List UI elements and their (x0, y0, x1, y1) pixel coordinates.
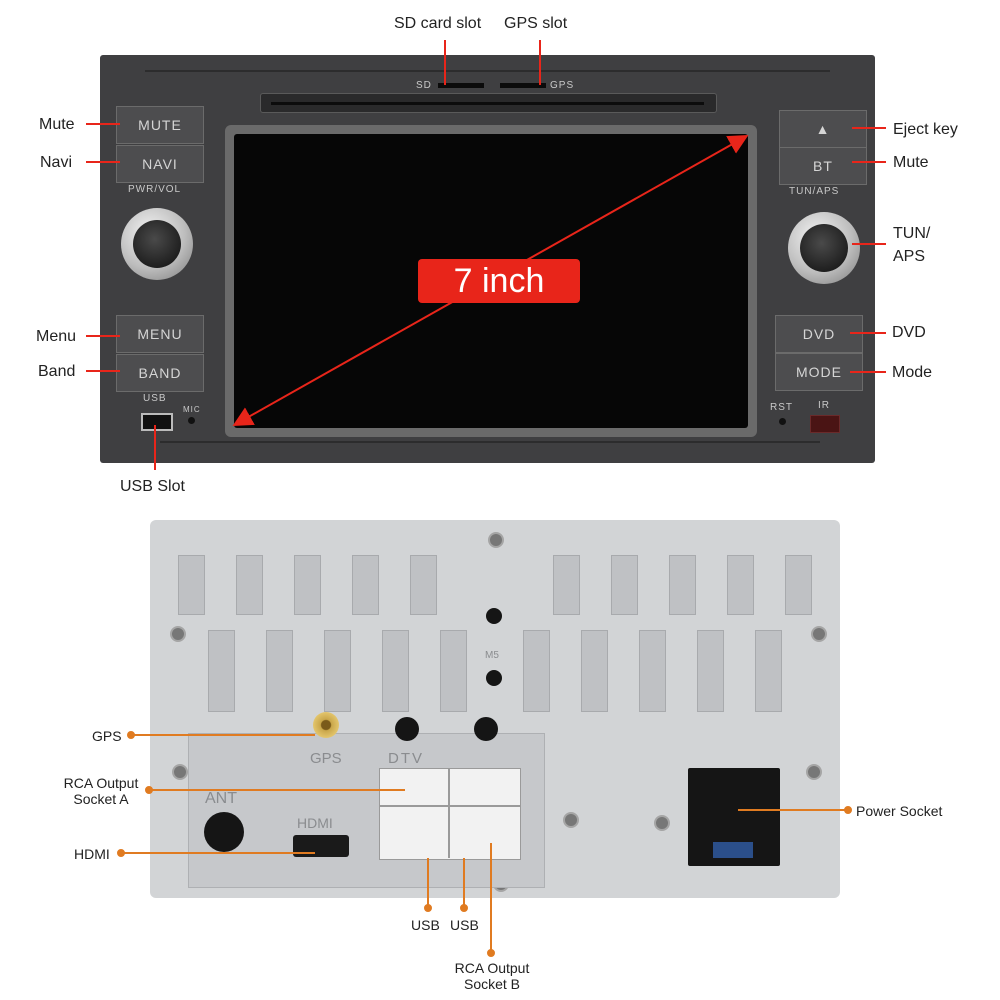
mic-hole (188, 417, 195, 424)
screw (654, 815, 670, 831)
screw (170, 626, 186, 642)
dvd-label: DVD (892, 324, 926, 341)
heatsink-fin (639, 630, 666, 712)
heatsink-fin (382, 630, 409, 712)
pwr-vol-label: PWR/VOL (128, 184, 182, 195)
tuner-aps-knob[interactable] (788, 212, 860, 284)
heatsink-fin (611, 555, 638, 615)
heatsink-fin (352, 555, 379, 615)
mute-label-right: Mute (893, 154, 929, 171)
hdmi-port-mark: HDMI (297, 815, 333, 831)
usb-callout-label-1: USB (411, 917, 440, 933)
heatsink-fin (727, 555, 754, 615)
bt-button[interactable]: BT (779, 147, 867, 185)
connector-divider (448, 768, 450, 858)
rca-socket-b-line2: Socket B (463, 976, 521, 992)
dvd-button[interactable]: DVD (775, 315, 863, 353)
mount-hole (474, 717, 498, 741)
heatsink-fin (410, 555, 437, 615)
usb-callout-label-2: USB (450, 917, 479, 933)
gps-card-slot[interactable] (500, 83, 546, 88)
heatsink-fin (324, 630, 351, 712)
rca-output-connector-a[interactable] (379, 768, 521, 806)
screw (806, 764, 822, 780)
rca-socket-b-line1: RCA Output (454, 960, 530, 976)
rca-socket-a-label: RCA Output Socket A (56, 775, 146, 807)
usb-slot-label: USB Slot (120, 478, 185, 495)
power-socket-label: Power Socket (856, 803, 943, 819)
disc-slot (260, 93, 717, 113)
mode-button[interactable]: MODE (775, 353, 863, 391)
rca-socket-a-line2: Socket A (73, 791, 129, 807)
menu-label: Menu (36, 328, 77, 345)
gps-slot-mark: GPS (550, 80, 575, 91)
screen-size-badge: 7 inch (418, 259, 580, 303)
mic-label: MIC (183, 405, 201, 414)
top-trim-line (145, 70, 830, 72)
screw (172, 764, 188, 780)
m5-mark: M5 (485, 650, 499, 661)
menu-button[interactable]: MENU (116, 315, 204, 353)
rst-label: RST (770, 402, 793, 413)
heatsink-fin (236, 555, 263, 615)
gps-antenna-connector[interactable] (313, 712, 339, 738)
heatsink-fin (294, 555, 321, 615)
power-volume-knob[interactable] (121, 208, 193, 280)
sd-card-slot[interactable] (438, 83, 484, 88)
gps-port-mark: GPS (310, 750, 342, 767)
mount-hole (486, 670, 502, 686)
heatsink-fin (178, 555, 205, 615)
dtv-port-mark: DTV (388, 750, 424, 767)
gps-callout-label: GPS (92, 728, 122, 744)
heatsink-fin (581, 630, 608, 712)
ir-sensor (810, 415, 840, 433)
screw (811, 626, 827, 642)
navi-label: Navi (40, 154, 73, 171)
mode-label: Mode (892, 364, 933, 381)
tun-aps-label: TUN/APS (789, 186, 840, 197)
heatsink-fin (208, 630, 235, 712)
screw (488, 532, 504, 548)
heatsink-fin (440, 630, 467, 712)
sd-slot-mark: SD (416, 80, 432, 91)
bottom-trim-line (160, 441, 820, 443)
radio-antenna-port[interactable] (204, 812, 244, 852)
heatsink-fin (669, 555, 696, 615)
heatsink-fin (755, 630, 782, 712)
gps-slot-label: GPS slot (504, 15, 568, 32)
mute-label-left: Mute (39, 116, 75, 133)
mute-button[interactable]: MUTE (116, 106, 204, 144)
screw (563, 812, 579, 828)
rca-socket-a-line1: RCA Output (63, 775, 139, 791)
heatsink-fin (553, 555, 580, 615)
mount-hole (395, 717, 419, 741)
band-button[interactable]: BAND (116, 354, 204, 392)
rca-output-connector-b[interactable] (379, 806, 521, 860)
band-label: Band (38, 363, 76, 380)
usb-port[interactable] (141, 413, 173, 431)
tun-label: TUN/ (893, 225, 931, 242)
heatsink-fin (523, 630, 550, 712)
heatsink-fin (785, 555, 812, 615)
heatsink-fin (697, 630, 724, 712)
ir-label: IR (818, 400, 830, 411)
hdmi-port[interactable] (293, 835, 349, 857)
sd-card-slot-label: SD card slot (394, 15, 482, 32)
power-socket-blue-tab (713, 842, 753, 858)
usb-port-label: USB (143, 393, 167, 404)
reset-hole[interactable] (779, 418, 786, 425)
navi-button[interactable]: NAVI (116, 145, 204, 183)
ant-port-mark: ANT (205, 790, 237, 807)
eject-key-label: Eject key (893, 121, 958, 138)
aps-label: APS (893, 248, 926, 265)
heatsink-fin (266, 630, 293, 712)
rca-socket-b-label: RCA Output Socket B (446, 960, 538, 992)
mount-hole (486, 608, 502, 624)
hdmi-callout-label: HDMI (74, 846, 110, 862)
